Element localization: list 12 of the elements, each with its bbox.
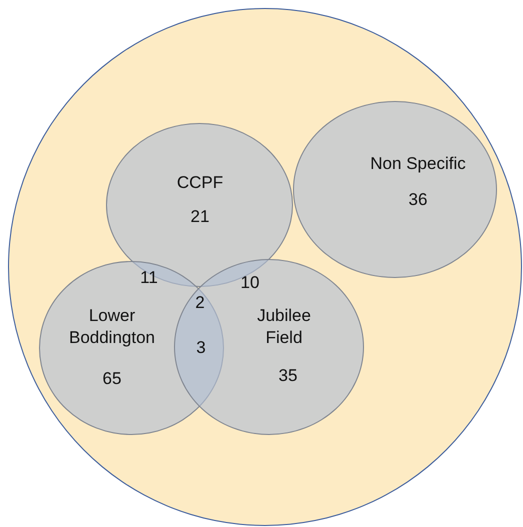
count-label: 65 — [102, 368, 122, 390]
set-name: Lower Boddington — [68, 305, 156, 349]
overlap-count: 3 — [195, 338, 207, 358]
set-name: CCPF — [176, 172, 224, 194]
set-name: Non Specific — [369, 153, 467, 175]
overlap-count: 2 — [194, 293, 206, 313]
count-label: 36 — [408, 189, 428, 211]
count-label: 35 — [278, 365, 298, 387]
overlap-count: 11 — [139, 268, 159, 288]
count-label: 21 — [190, 206, 210, 228]
set-name: Jubilee Field — [256, 305, 312, 349]
overlap-count: 10 — [240, 273, 260, 293]
